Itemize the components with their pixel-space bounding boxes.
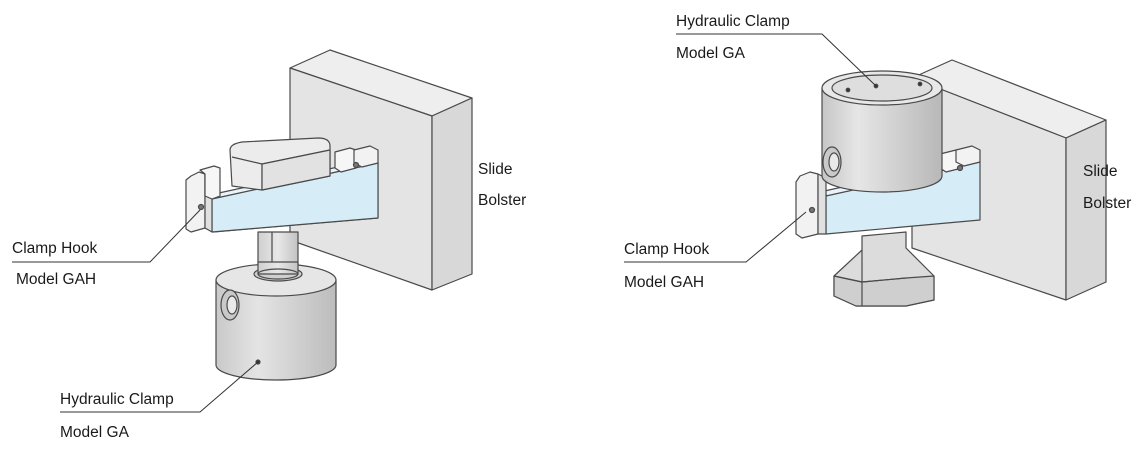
right-hydraulic-clamp-cylinder	[821, 70, 943, 193]
left-bolster-label: Bolster	[478, 192, 527, 209]
right-slide-label: Slide	[1083, 163, 1118, 180]
right-diagram	[624, 33, 1107, 307]
left-clamp-hook-label: Clamp Hook	[12, 240, 98, 257]
left-diagram	[12, 49, 473, 413]
right-slide-bolster-block	[911, 59, 1107, 301]
right-hydraulic-clamp-model: Model GA	[676, 45, 745, 62]
right-hydraulic-clamp-label: Hydraulic Clamp	[676, 13, 790, 30]
left-clamp-hook-model: Model GAH	[16, 271, 97, 288]
left-slide-label: Slide	[478, 161, 513, 178]
left-hydraulic-clamp-cylinder	[215, 261, 337, 381]
left-hydraulic-clamp-label: Hydraulic Clamp	[60, 391, 174, 408]
right-leader-lines	[624, 33, 877, 263]
right-clamp-hook-label: Clamp Hook	[624, 241, 710, 258]
right-hook-tongue	[833, 231, 935, 307]
right-clamp-hook-model: Model GAH	[624, 274, 705, 291]
left-clamp-hook	[185, 137, 379, 233]
left-leader-lines	[12, 209, 259, 413]
right-bolster-label: Bolster	[1083, 195, 1132, 212]
left-hydraulic-clamp-model: Model GA	[60, 424, 129, 441]
